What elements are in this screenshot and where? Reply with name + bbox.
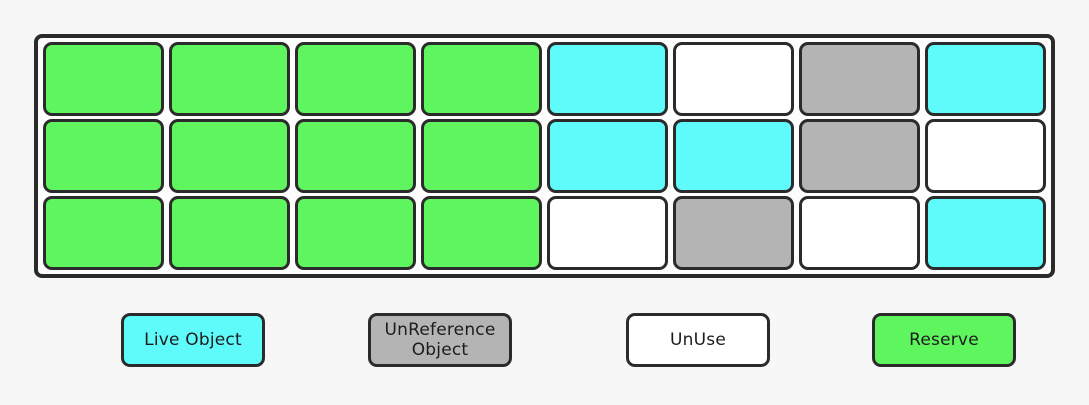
pool-cell[interactable] bbox=[925, 196, 1046, 270]
pool-cell[interactable] bbox=[421, 196, 542, 270]
pool-cell[interactable] bbox=[547, 119, 668, 193]
pool-cell[interactable] bbox=[673, 42, 794, 116]
legend-item-unuse[interactable]: UnUse bbox=[626, 313, 770, 367]
pool-cell[interactable] bbox=[673, 119, 794, 193]
legend-label: UnReference Object bbox=[384, 320, 496, 360]
legend-item-reserve[interactable]: Reserve bbox=[872, 313, 1016, 367]
pool-cell[interactable] bbox=[547, 196, 668, 270]
legend-label: Reserve bbox=[909, 330, 979, 350]
pool-row bbox=[43, 119, 1046, 193]
pool-cell[interactable] bbox=[169, 196, 290, 270]
legend-item-unreference-object[interactable]: UnReference Object bbox=[368, 313, 512, 367]
pool-cell[interactable] bbox=[295, 196, 416, 270]
pool-cell[interactable] bbox=[169, 119, 290, 193]
memory-pool-container bbox=[34, 34, 1055, 278]
pool-cell[interactable] bbox=[169, 42, 290, 116]
pool-row bbox=[43, 42, 1046, 116]
pool-cell[interactable] bbox=[421, 42, 542, 116]
pool-cell[interactable] bbox=[43, 196, 164, 270]
pool-cell[interactable] bbox=[799, 196, 920, 270]
pool-cell[interactable] bbox=[43, 119, 164, 193]
pool-cell[interactable] bbox=[925, 42, 1046, 116]
pool-cell[interactable] bbox=[295, 42, 416, 116]
pool-cell[interactable] bbox=[673, 196, 794, 270]
legend-item-live-object[interactable]: Live Object bbox=[121, 313, 265, 367]
legend: Live Object UnReference Object UnUse Res… bbox=[0, 313, 1089, 369]
pool-cell[interactable] bbox=[43, 42, 164, 116]
legend-label: UnUse bbox=[670, 330, 726, 350]
pool-row bbox=[43, 196, 1046, 270]
pool-cell[interactable] bbox=[295, 119, 416, 193]
pool-cell[interactable] bbox=[421, 119, 542, 193]
pool-cell[interactable] bbox=[799, 119, 920, 193]
pool-cell[interactable] bbox=[799, 42, 920, 116]
pool-cell[interactable] bbox=[547, 42, 668, 116]
pool-cell[interactable] bbox=[925, 119, 1046, 193]
legend-label: Live Object bbox=[144, 330, 242, 350]
